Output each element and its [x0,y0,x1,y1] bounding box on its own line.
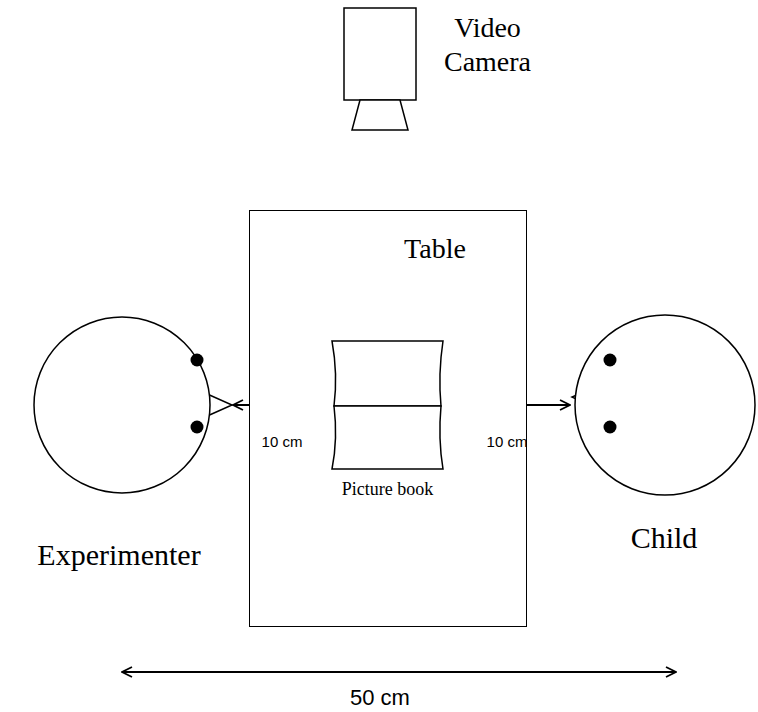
child: Child [570,315,758,575]
table: TablePicture book [249,210,527,627]
dimension-label: 50 cm [320,685,440,711]
child-outline [570,315,758,495]
node-label: Experimenter [5,537,233,573]
distance-label: 10 cm [462,433,552,451]
eye [191,421,204,434]
camera-body [344,8,416,100]
node-label: Table [375,233,495,265]
node-label: Child [570,520,758,556]
node-label: Video Camera [425,11,550,78]
experimenter-outline [5,315,233,495]
head [575,315,755,495]
experimenter: Experimenter [5,315,233,585]
eye [191,354,204,367]
picture-book-outline [331,339,444,471]
eye [604,421,617,434]
book-page [332,341,443,406]
picture-book: Picture book [331,339,444,504]
camera: Video Camera [340,5,552,135]
camera-lens [352,100,408,130]
node-label: Picture book [306,479,469,501]
distance-label: 10 cm [237,433,327,451]
head [34,317,210,493]
book-page [332,406,443,469]
width-dimension-arrow [122,671,676,673]
eye [604,354,617,367]
